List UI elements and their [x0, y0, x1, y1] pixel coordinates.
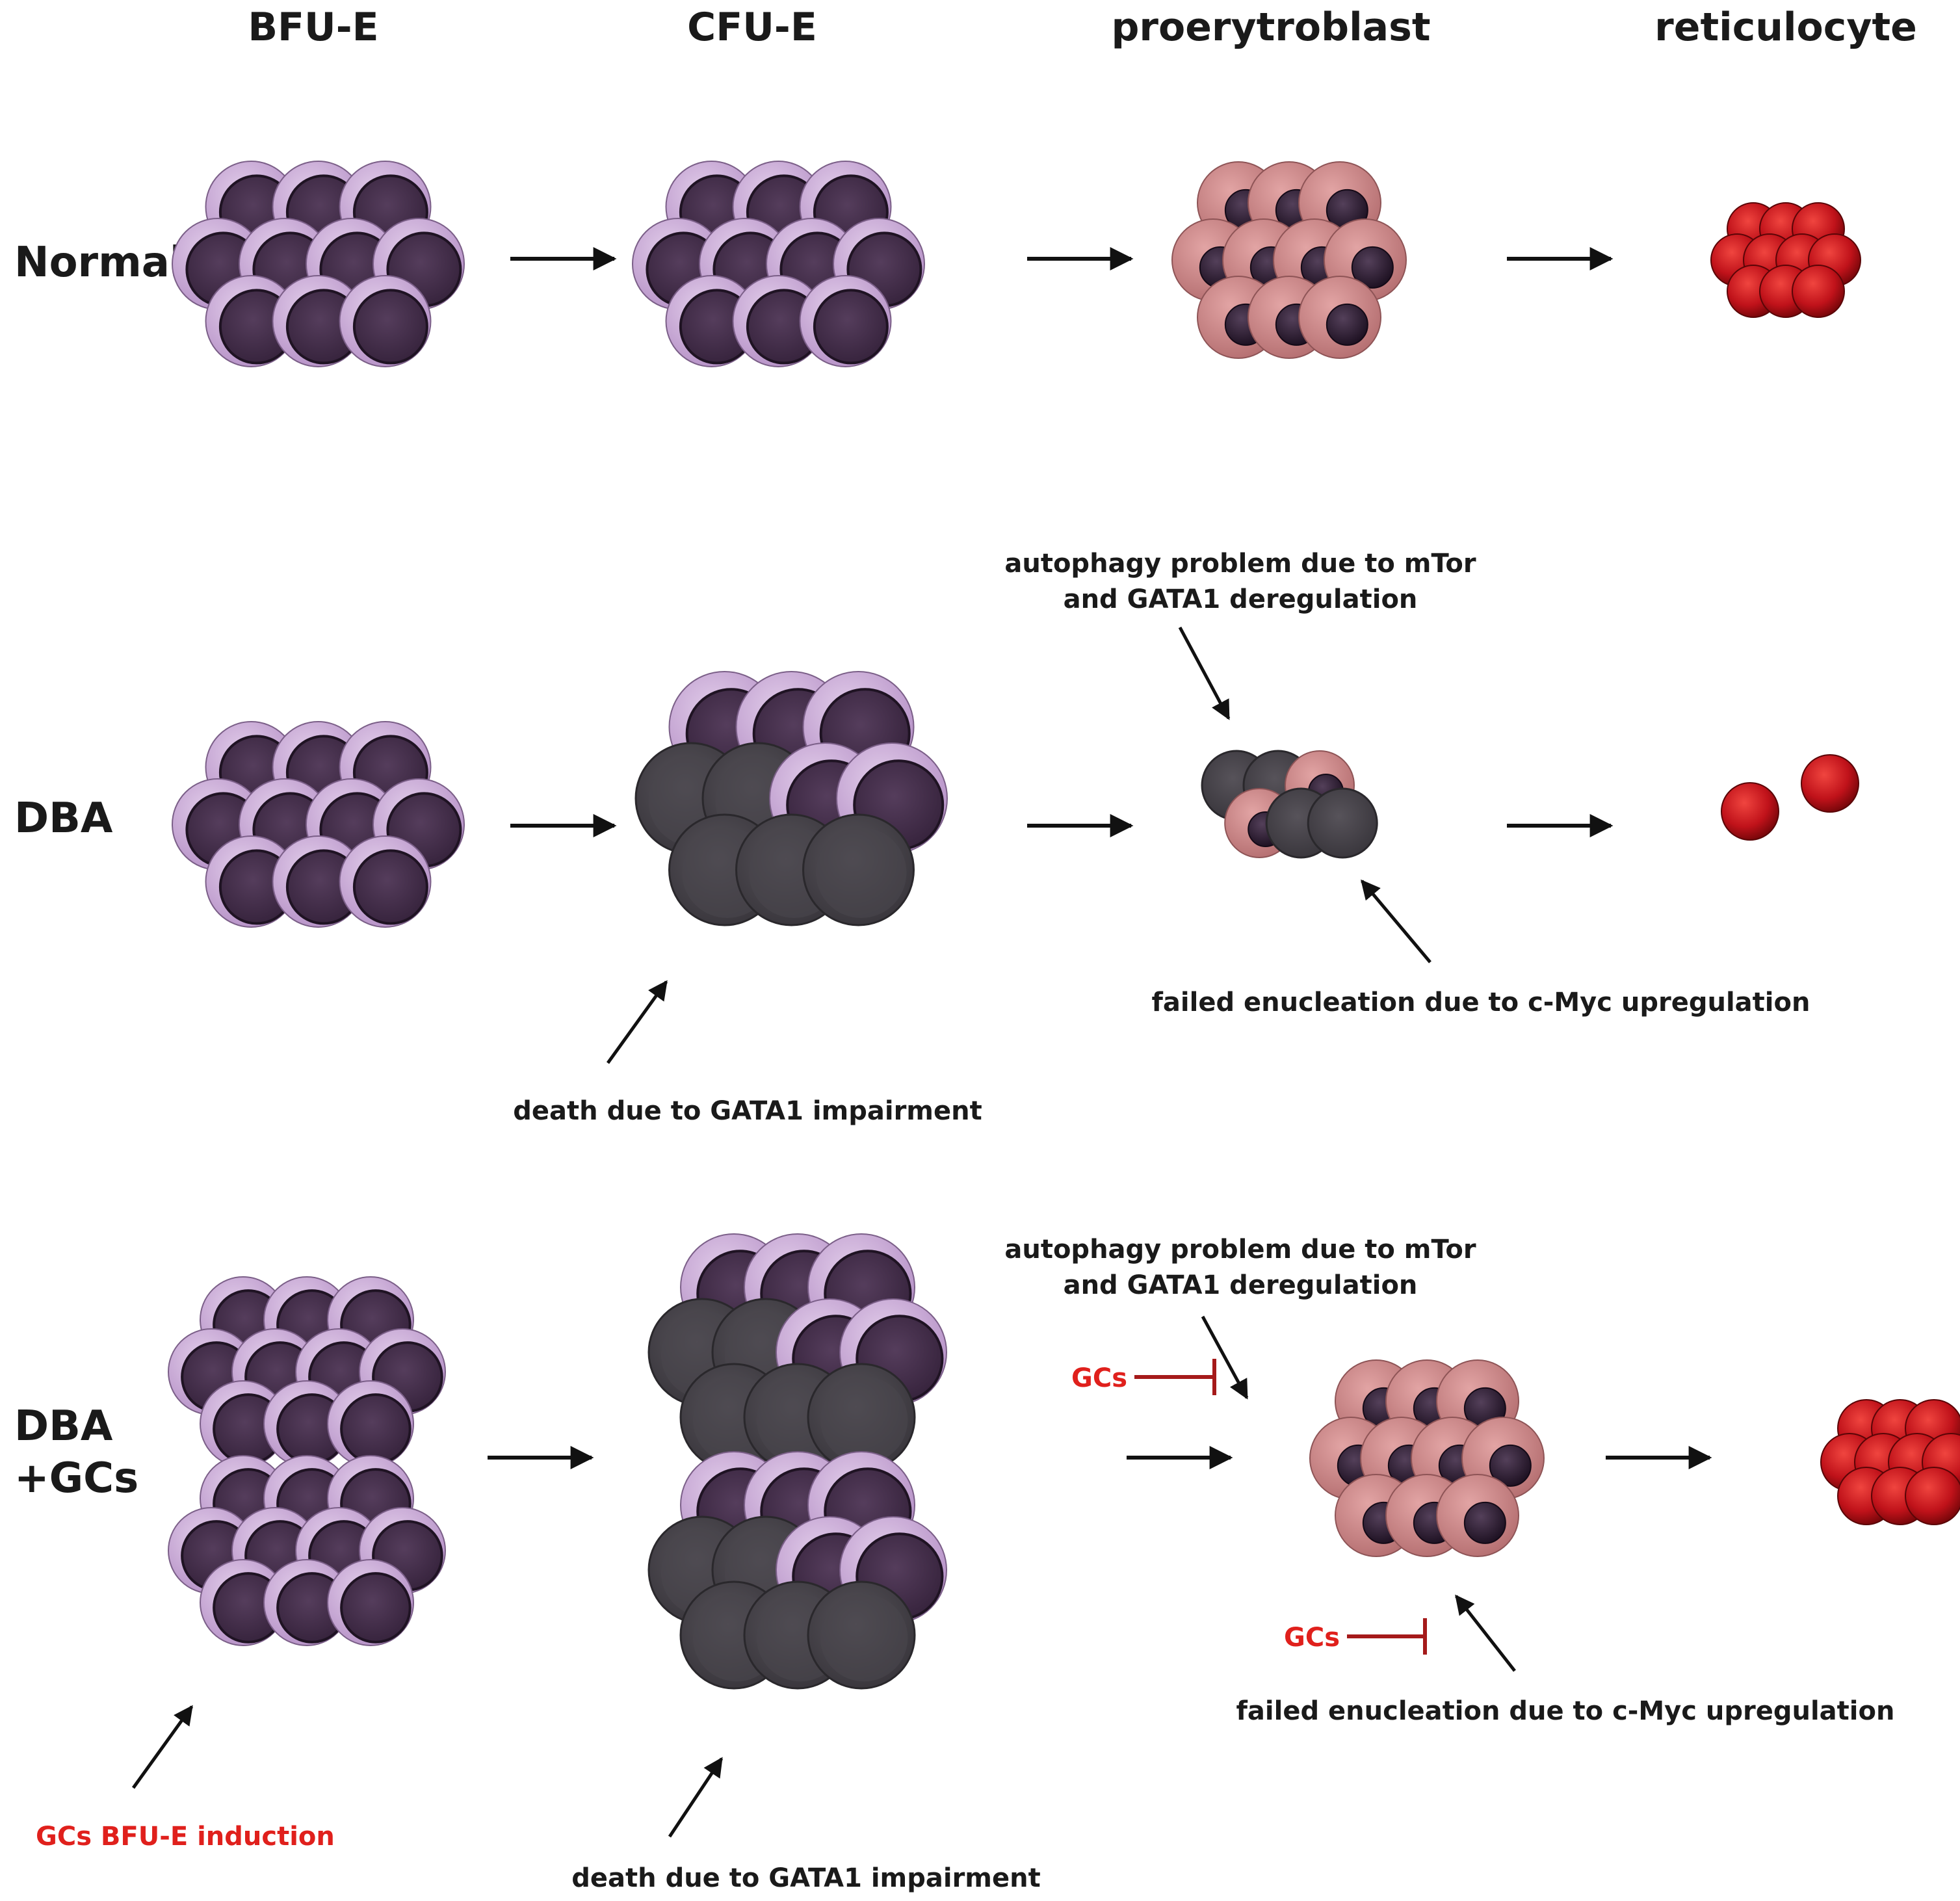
dead-cell — [807, 1363, 916, 1472]
cluster-gcs-reticulocyte — [1820, 1399, 1960, 1525]
cluster-gcs-bfu-e-bottom — [168, 1455, 446, 1646]
reticulocyte-cell — [1905, 1467, 1960, 1525]
cell-clusters — [168, 161, 1960, 1690]
cluster-dba-cfu-e — [634, 671, 948, 926]
annotation-dba-enucleation: failed enucleation due to c-Myc upregula… — [1152, 988, 1810, 1017]
arrow-dba-death — [606, 980, 668, 1064]
column-heading-proerythroblast: proerytroblast — [1111, 5, 1430, 50]
dead-cell — [807, 1580, 916, 1690]
dead-cell — [1307, 787, 1378, 859]
progenitor-cell — [339, 835, 432, 928]
cluster-normal-proerythroblast — [1171, 161, 1407, 359]
cluster-normal-reticulocyte — [1710, 202, 1861, 318]
row-label-dba-gcs-line1: DBA — [14, 1402, 113, 1450]
gcs-inhibitor-label-top: GCs — [1071, 1363, 1127, 1393]
annotation-dba-autophagy-line2: and GATA1 deregulation — [1064, 584, 1418, 614]
arrow-gcs-induction — [131, 1705, 194, 1789]
annotation-gcs-autophagy-line1: autophagy problem due to mTor — [1004, 1235, 1476, 1265]
proerythroblast-cell — [1298, 276, 1381, 359]
arrow-gcs-enucleation — [1455, 1594, 1516, 1672]
cluster-gcs-cfu-e-top — [647, 1233, 947, 1472]
cluster-gcs-cfu-e-bottom — [647, 1451, 947, 1690]
row-label-dba: DBA — [14, 794, 113, 843]
dead-cell — [802, 813, 915, 926]
reticulocyte-cell — [1721, 782, 1779, 841]
progenitor-cell — [327, 1559, 414, 1646]
row-label-dba-gcs-line2: +GCs — [14, 1454, 138, 1502]
column-heading-bfu-e: BFU-E — [248, 5, 378, 50]
cluster-gcs-proerythroblast — [1309, 1359, 1545, 1557]
reticulocyte-cell — [1792, 265, 1845, 318]
progression-arrows — [488, 247, 1712, 1469]
column-heading-cfu-e: CFU-E — [687, 5, 817, 50]
progenitor-cell — [339, 275, 432, 367]
progenitor-cell — [799, 275, 892, 367]
gcs-inhibitor-label-bottom: GCs — [1284, 1623, 1340, 1653]
inhibition-symbols — [1134, 1359, 1427, 1655]
progenitor-cell — [327, 1380, 414, 1467]
reticulocyte-cell — [1801, 754, 1859, 813]
annotation-arrows — [131, 626, 1516, 1838]
cluster-gcs-bfu-e-top — [168, 1276, 446, 1467]
arrow-gcs-autophagy — [1201, 1315, 1249, 1400]
cluster-dba-bfu-e — [172, 721, 465, 928]
annotation-dba-death: death due to GATA1 impairment — [513, 1096, 982, 1126]
annotation-dba-autophagy-line1: autophagy problem due to mTor — [1004, 549, 1476, 579]
proerythroblast-cell — [1436, 1474, 1519, 1557]
annotation-gcs-autophagy-line2: and GATA1 deregulation — [1064, 1270, 1418, 1300]
cluster-dba-reticulocyte-2 — [1801, 754, 1859, 813]
cluster-dba-proerythroblast — [1201, 750, 1378, 859]
cluster-dba-reticulocyte — [1721, 782, 1779, 841]
row-label-normal: Normal — [14, 239, 184, 287]
annotation-gcs-induction: GCs BFU-E induction — [36, 1822, 335, 1852]
arrow-gcs-death — [668, 1757, 724, 1838]
cluster-normal-bfu-e — [172, 161, 465, 367]
annotation-gcs-death: death due to GATA1 impairment — [571, 1863, 1040, 1893]
cluster-normal-cfu-e — [632, 161, 925, 367]
arrow-dba-enucleation — [1361, 879, 1431, 964]
arrow-dba-autophagy — [1178, 626, 1231, 720]
annotation-gcs-enucleation: failed enucleation due to c-Myc upregula… — [1236, 1696, 1895, 1726]
column-heading-reticulocyte: reticulocyte — [1654, 5, 1917, 50]
